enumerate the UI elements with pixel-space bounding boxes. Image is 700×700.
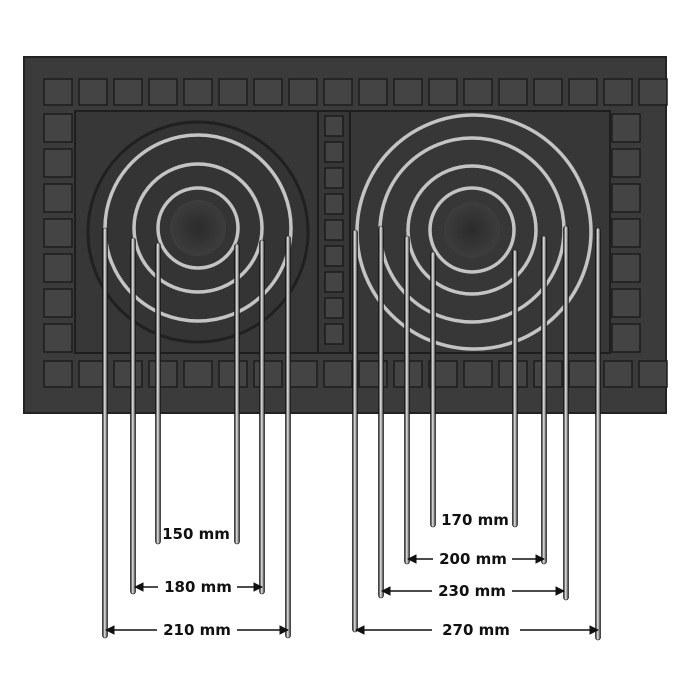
measuring-rod	[563, 225, 569, 601]
measuring-rod	[102, 227, 108, 639]
plate-cell	[43, 113, 73, 143]
plate-cell	[611, 323, 641, 353]
plate-cell	[638, 360, 668, 388]
plate-cell	[324, 245, 344, 267]
dimension-labels: 150 mm 180 mm 210 mm 170 mm 200 mm 230 m…	[162, 511, 510, 639]
left-burner-center	[170, 200, 226, 256]
measuring-rod	[130, 237, 136, 595]
ring-170	[428, 186, 516, 274]
plate-cell	[253, 78, 283, 106]
measuring-rod	[155, 242, 161, 545]
plate-cell	[638, 78, 668, 106]
plate-cell	[568, 360, 598, 388]
plate-cell	[113, 78, 143, 106]
plate-cell	[324, 219, 344, 241]
plate-cell	[611, 183, 641, 213]
plate-cell	[323, 78, 353, 106]
plate-cell	[498, 78, 528, 106]
label-150-mm: 150 mm	[162, 525, 230, 543]
plate-cell	[43, 288, 73, 318]
plate-cell	[323, 360, 353, 388]
label-180-mm: 180 mm	[164, 578, 232, 596]
label-210-mm: 210 mm	[163, 621, 231, 639]
measuring-rod	[404, 235, 410, 565]
plate-cell	[324, 141, 344, 163]
measuring-rod	[259, 239, 265, 595]
ring-200	[406, 164, 538, 296]
plate-cell	[43, 183, 73, 213]
plate-cell	[463, 78, 493, 106]
plate-cell	[324, 323, 344, 345]
plate-cell	[288, 360, 318, 388]
measuring-rod	[352, 229, 358, 633]
plate-cell	[113, 360, 143, 388]
plate-cell	[78, 78, 108, 106]
plate-cell	[533, 78, 563, 106]
measuring-rods	[102, 225, 601, 641]
plate-cell	[253, 360, 283, 388]
plate-cell	[324, 115, 344, 137]
measuring-rod	[595, 227, 601, 641]
plate-cell	[324, 167, 344, 189]
plate-cell	[568, 78, 598, 106]
plate-cell	[183, 360, 213, 388]
plate-cell	[183, 78, 213, 106]
plate-cell	[324, 271, 344, 293]
plate-cell	[611, 113, 641, 143]
plate-cell	[611, 148, 641, 178]
plate-cell	[43, 148, 73, 178]
plate-cell	[218, 360, 248, 388]
plate-cell	[218, 78, 248, 106]
plate-cell	[43, 78, 73, 106]
label-270-mm: 270 mm	[442, 621, 510, 639]
plate-cell	[324, 297, 344, 319]
label-200-mm: 200 mm	[439, 550, 507, 568]
plate-cell	[43, 360, 73, 388]
measuring-rod	[378, 225, 384, 599]
plate-cell	[324, 193, 344, 215]
plate-cell	[603, 78, 633, 106]
measuring-rod	[541, 235, 547, 565]
plate-cell	[611, 288, 641, 318]
plate-cell	[43, 253, 73, 283]
plate-cell	[603, 360, 633, 388]
ring-180	[132, 162, 264, 294]
plate-cell	[43, 323, 73, 353]
label-230-mm: 230 mm	[438, 582, 506, 600]
dimension-lines	[105, 554, 599, 635]
plate-cell	[428, 78, 458, 106]
plate-cell	[533, 360, 563, 388]
measuring-rod	[512, 249, 518, 528]
ring-150	[156, 186, 240, 270]
plate-cell	[148, 78, 178, 106]
hob-plate	[23, 56, 668, 414]
plate-cell	[358, 78, 388, 106]
label-170-mm: 170 mm	[441, 511, 509, 529]
plate-cell	[611, 253, 641, 283]
measuring-rod	[234, 243, 240, 545]
plate-cell	[148, 360, 178, 388]
plate-cell	[43, 218, 73, 248]
plate-cell	[393, 78, 423, 106]
plate-cell	[611, 218, 641, 248]
measuring-rod	[285, 235, 291, 639]
plate-border-cells	[43, 78, 668, 388]
right-burner-center	[444, 202, 500, 258]
plate-cell	[288, 78, 318, 106]
measuring-rod	[430, 251, 436, 528]
plate-cell	[463, 360, 493, 388]
